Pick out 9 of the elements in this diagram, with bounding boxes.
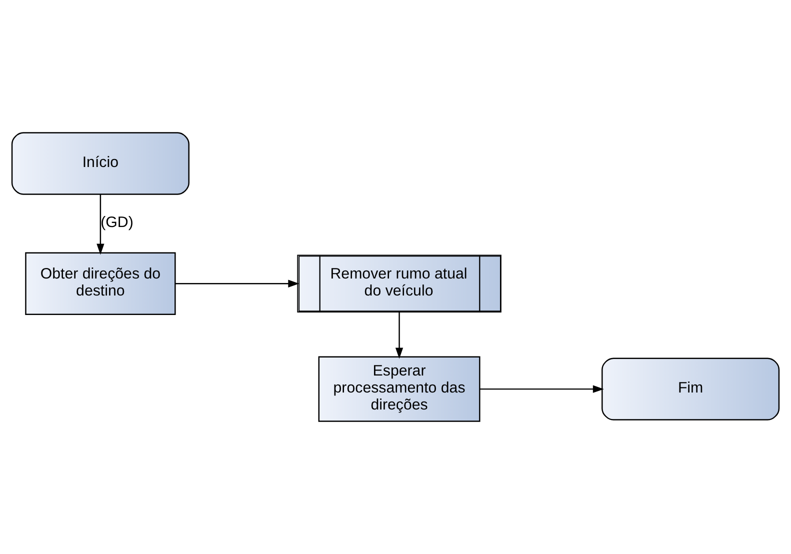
node-box: Obter direções do destino xyxy=(25,252,176,315)
node-box: Fim xyxy=(602,358,780,420)
arrow xyxy=(395,312,404,359)
node-box: Esperar processamento das direções xyxy=(318,356,480,422)
arrow xyxy=(96,194,104,255)
edge-label: (GD) xyxy=(100,214,134,232)
arrow xyxy=(175,280,300,288)
node-box: Início xyxy=(11,132,190,195)
arrow xyxy=(480,385,604,393)
